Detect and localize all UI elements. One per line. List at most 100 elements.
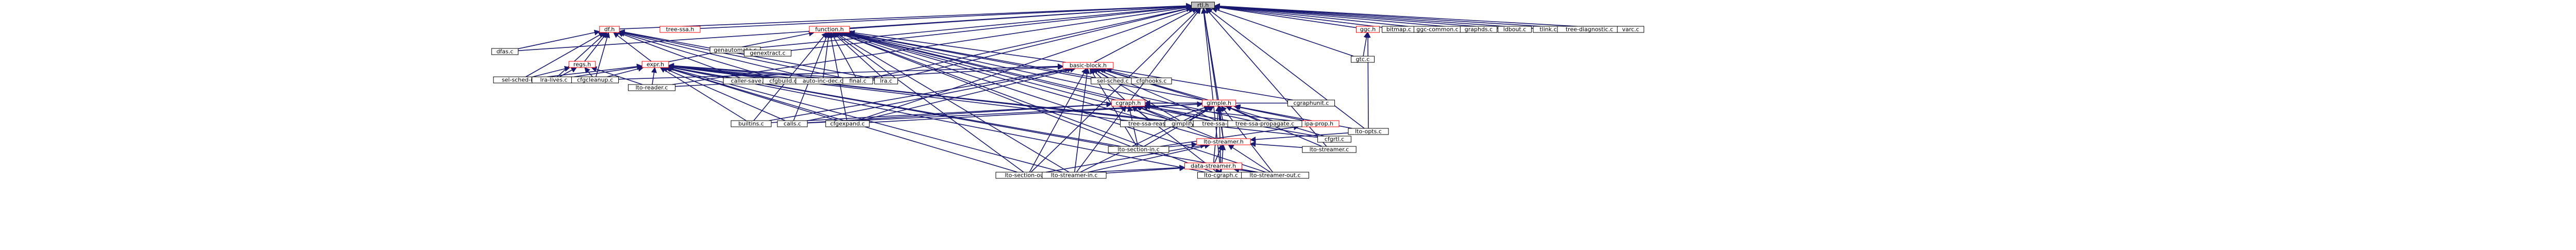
edge-graphds-c-to-root (1214, 4, 1461, 28)
node-label: cgraphunit.c (1293, 100, 1329, 107)
node-function-h[interactable]: function.h (809, 26, 850, 33)
edge-lto-reader-c-to-regs-h (590, 66, 643, 85)
node-data-streamer-h[interactable]: data-streamer.h (1184, 162, 1242, 170)
node-cfghooks-c: cfghooks.c (1131, 77, 1172, 85)
node-final-c: final.c (842, 77, 873, 85)
edge-final-c-to-df-h (619, 29, 843, 78)
edge-data-streamer-h-to-gimple-h (1213, 105, 1222, 163)
node-label: tree-ssa.h (666, 26, 694, 33)
edge-basic-block-h-to-root (1094, 8, 1198, 63)
edge-auto-inc-dec-c-to-function-h (822, 31, 832, 78)
edge-lra-c-to-root (897, 6, 1192, 79)
node-label: rtl.h (1197, 2, 1209, 9)
node-label: genextract.c (750, 50, 785, 57)
edge-calls-c-to-cgraph-h (807, 102, 1112, 124)
node-tlink-c: tlink.c (1533, 26, 1564, 33)
node-box (571, 76, 619, 84)
node-box (1317, 136, 1351, 143)
node-box (599, 26, 620, 33)
edge-genextract-c-to-root (791, 4, 1192, 51)
node-box (1302, 146, 1357, 153)
edge-gtc-c-to-root (1211, 7, 1354, 57)
edge-sel-sched-ir-c-to-df-h (526, 32, 605, 77)
node-box (1108, 146, 1170, 153)
edge-tree-ssa-alias-c-to-function-h (841, 30, 1211, 121)
edge-lto-cgraph-c-to-data-streamer-h (1215, 169, 1222, 175)
edge-tree-diagnostic-c-to-root (1214, 3, 1557, 28)
node-label: expr.h (647, 61, 664, 68)
node-lto-streamer-out-c: lto-streamer-out.c (1241, 172, 1309, 179)
edge-lto-cgraph-c-to-root (1201, 7, 1222, 173)
node-lra-c: lra.c (874, 77, 898, 85)
node-cfgcleanup-c: cfgcleanup.c (571, 76, 619, 84)
node-box (641, 61, 669, 68)
node-layer: rtl.h df.h tree-ssa.h function.h regs.h expr.… (491, 2, 1645, 179)
node-gtc-c: gtc.c (1351, 56, 1375, 63)
node-label: bitmap.c (1386, 26, 1411, 33)
node-expr-h[interactable]: expr.h (641, 61, 669, 68)
node-label: basic-block.h (1070, 62, 1107, 69)
node-label: cfghooks.c (1137, 78, 1167, 85)
edge-gimplify-c-to-function-h (840, 31, 1174, 121)
node-box (1184, 162, 1242, 170)
node-label: cfgexpand.c (830, 121, 865, 127)
node-box (731, 120, 772, 127)
node-ipa-prop-h[interactable]: ipa-prop.h (1298, 120, 1340, 127)
edge-dfas-c-to-df-h (518, 29, 600, 49)
node-box (1111, 99, 1145, 107)
edge-cfgexpand-c-to-basic-block-h (860, 66, 1076, 121)
edge-layer (518, 3, 1618, 175)
edge-cfgcleanup-c-to-expr-h (607, 66, 644, 77)
node-auto-inc-dec-c: auto-inc-dec.c (795, 77, 850, 85)
node-label: data-streamer.h (1191, 163, 1236, 170)
node-lto-reader-c: lto-reader.c (628, 84, 676, 91)
node-label: lra.c (880, 78, 892, 85)
node-label: tlink.c (1539, 26, 1556, 33)
node-tree-diagnostic-c: tree-diagnostic.c (1557, 26, 1622, 33)
edge-dfas-c-to-root (518, 3, 1192, 52)
node-tree-ssa-h[interactable]: tree-ssa.h (659, 26, 701, 33)
node-box (825, 120, 870, 127)
node-box (1348, 128, 1389, 135)
node-lto-streamer-h[interactable]: lto-streamer.h (1196, 138, 1251, 145)
node-caller-save-c: caller-save.c (723, 77, 774, 85)
node-builtins-c: builtins.c (731, 120, 772, 127)
node-label: lto-opts.c (1355, 128, 1382, 135)
node-label: lto-cgraph.c (1204, 172, 1238, 179)
node-box (1191, 2, 1215, 9)
edge-calls-c-to-expr-h (662, 66, 786, 121)
node-basic-block-h[interactable]: basic-block.h (1062, 62, 1114, 69)
edge-final-c-to-function-h (831, 32, 857, 78)
node-bitmap-c: bitmap.c (1382, 26, 1416, 33)
node-label: ggc.h (1360, 26, 1376, 33)
edge-sel-sched-ir-c-to-regs-h (532, 66, 571, 77)
node-label: cfgrtl.c (1325, 136, 1344, 143)
node-box (1356, 26, 1380, 33)
node-root[interactable]: rtl.h (1191, 2, 1215, 9)
node-gimple-h[interactable]: gimple.h (1202, 99, 1236, 107)
edge-builtins-c-to-function-h (753, 32, 827, 121)
node-label: caller-save.c (731, 78, 767, 85)
node-varc-c: varc.c (1617, 26, 1645, 33)
node-df-h[interactable]: df.h (599, 26, 620, 33)
edge-lto-streamer-out-c-to-data-streamer-h (1233, 166, 1255, 173)
edge-gimplify-c-to-basic-block-h (1093, 68, 1180, 121)
node-cgraph-h[interactable]: cgraph.h (1111, 99, 1145, 107)
node-box (1062, 62, 1114, 69)
node-label: dfas.c (497, 48, 514, 55)
edge-lto-streamer-in-c-to-lto-streamer-h (1088, 143, 1211, 173)
edge-cfgexpand-c-to-gimple-h (869, 101, 1203, 123)
edge-tree-ssa-alias-c-to-cgraph-h (1142, 104, 1210, 121)
edge-lto-streamer-in-c-to-data-streamer-h (1106, 165, 1185, 174)
node-label: final.c (849, 78, 866, 85)
edge-lto-cgraph-c-to-cgraph-h (1131, 106, 1217, 173)
node-box (777, 120, 808, 127)
node-ggc-h[interactable]: ggc.h (1356, 26, 1380, 33)
node-label: cfgcleanup.c (577, 77, 613, 84)
node-label: tree-ssa-propagate.c (1235, 121, 1294, 127)
node-lto-opts-c: lto-opts.c (1348, 128, 1389, 135)
node-regs-h[interactable]: regs.h (568, 61, 596, 68)
node-label: lto-streamer.h (1204, 139, 1244, 145)
node-graphds-c: graphds.c (1460, 26, 1498, 33)
node-genextract-c: genextract.c (743, 49, 792, 57)
